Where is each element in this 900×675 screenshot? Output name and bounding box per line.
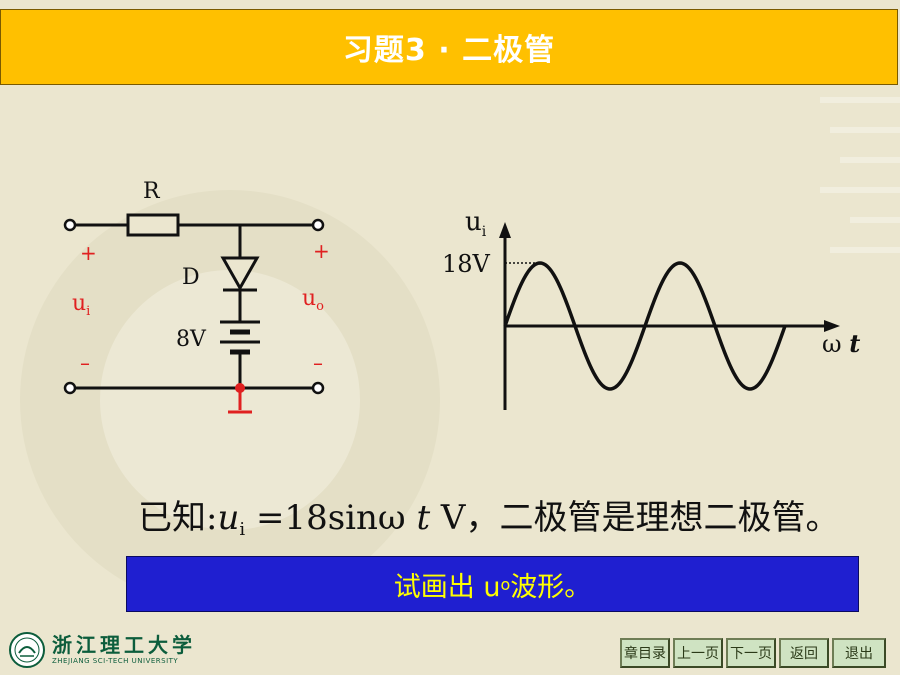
diode-label: D [182,265,200,290]
sine-curve [503,261,787,391]
title-bar: 习题3 · 二极管 [0,9,898,85]
input-plus: + [80,241,97,265]
back-button[interactable]: 返回 [779,638,829,668]
input-waveform: ui 18V ω t [442,207,860,410]
input-voltage-label: ui [72,291,90,319]
y-axis-label: ui [465,207,487,240]
task-suffix: 波形。 [510,571,592,603]
task-prefix: 试画出 u [393,571,501,603]
terminal-in-bottom [63,381,77,395]
input-minus: – [80,351,90,375]
peak-label: 18V [442,250,491,278]
prev-page-button[interactable]: 上一页 [673,638,723,668]
resistor [126,213,180,237]
formula-var-sub: i [239,519,246,540]
university-logo: 浙江理工大学 ZHEJIANG SCI-TECH UNIVERSITY [8,630,196,670]
formula-t: t [416,498,431,538]
formula-prefix: 已知: [138,498,218,538]
terminal-out-bottom [311,381,325,395]
contents-button[interactable]: 章目录 [620,638,670,668]
y-axis-arrow [499,222,511,238]
terminal-in-top [63,218,77,232]
terminal-out-top [311,218,325,232]
navigation-bar: 章目录 上一页 下一页 返回 退出 [620,638,886,668]
resistor-label: R [143,179,161,204]
exit-button[interactable]: 退出 [832,638,886,668]
output-voltage-label: uo [302,286,324,314]
output-plus: + [313,239,330,263]
x-axis-arrow [824,320,840,332]
circuit-diagram: R D 8V + – + – ui uo [63,179,330,414]
formula-suffix: V，二极管是理想二极管。 [430,498,840,538]
diode-symbol [220,256,260,292]
given-formula: 已知:ui =18sinω t V，二极管是理想二极管。 [138,490,878,540]
next-page-button[interactable]: 下一页 [726,638,776,668]
logo-english-name: ZHEJIANG SCI-TECH UNIVERSITY [52,657,179,665]
battery-label: 8V [176,327,207,352]
formula-equation: =18sinω [245,498,417,538]
x-axis-label: ω t [822,329,860,358]
task-sub: o [500,574,511,594]
page-title: 习题3 · 二极管 [342,33,556,68]
formula-var: u [217,498,240,538]
output-minus: – [313,351,323,375]
logo-chinese-name: 浙江理工大学 [52,633,196,657]
university-emblem-icon [9,632,45,668]
